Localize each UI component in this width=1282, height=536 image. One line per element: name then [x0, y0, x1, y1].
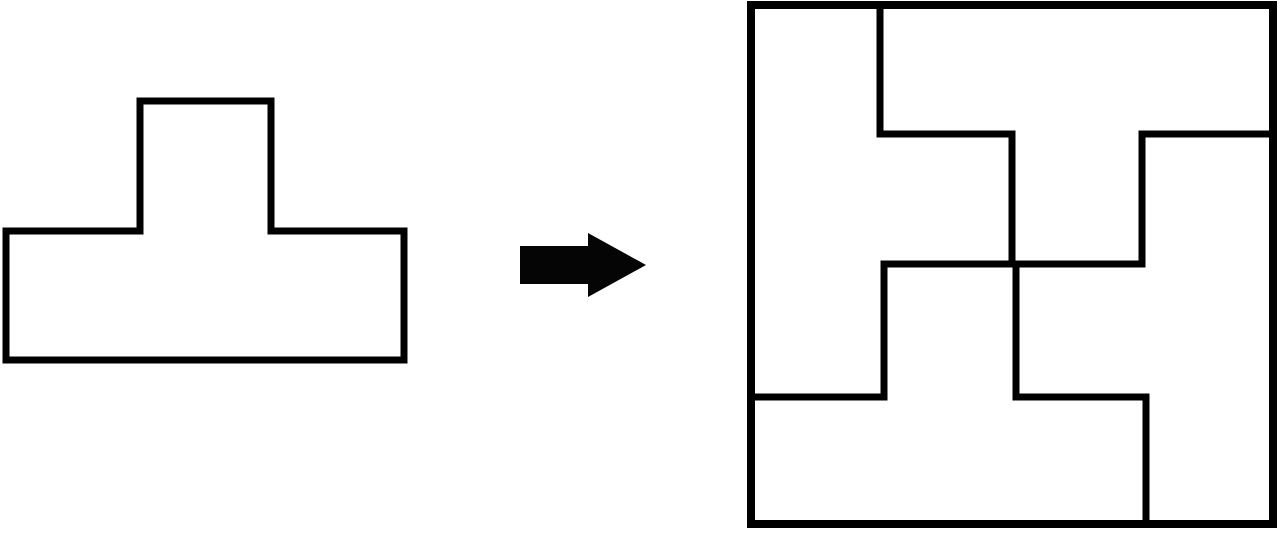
arrow-shape	[520, 233, 646, 297]
arrow-right-icon	[520, 233, 646, 297]
piece-divider-top	[876, 1, 1277, 268]
square-assembly	[747, 1, 1277, 528]
t-shaped-tile	[2, 97, 408, 364]
piece-divider-middle	[747, 260, 1016, 401]
t-tile-outline	[2, 97, 408, 364]
square-outer-border	[747, 1, 1277, 528]
piece-divider-bottom	[1012, 260, 1150, 528]
